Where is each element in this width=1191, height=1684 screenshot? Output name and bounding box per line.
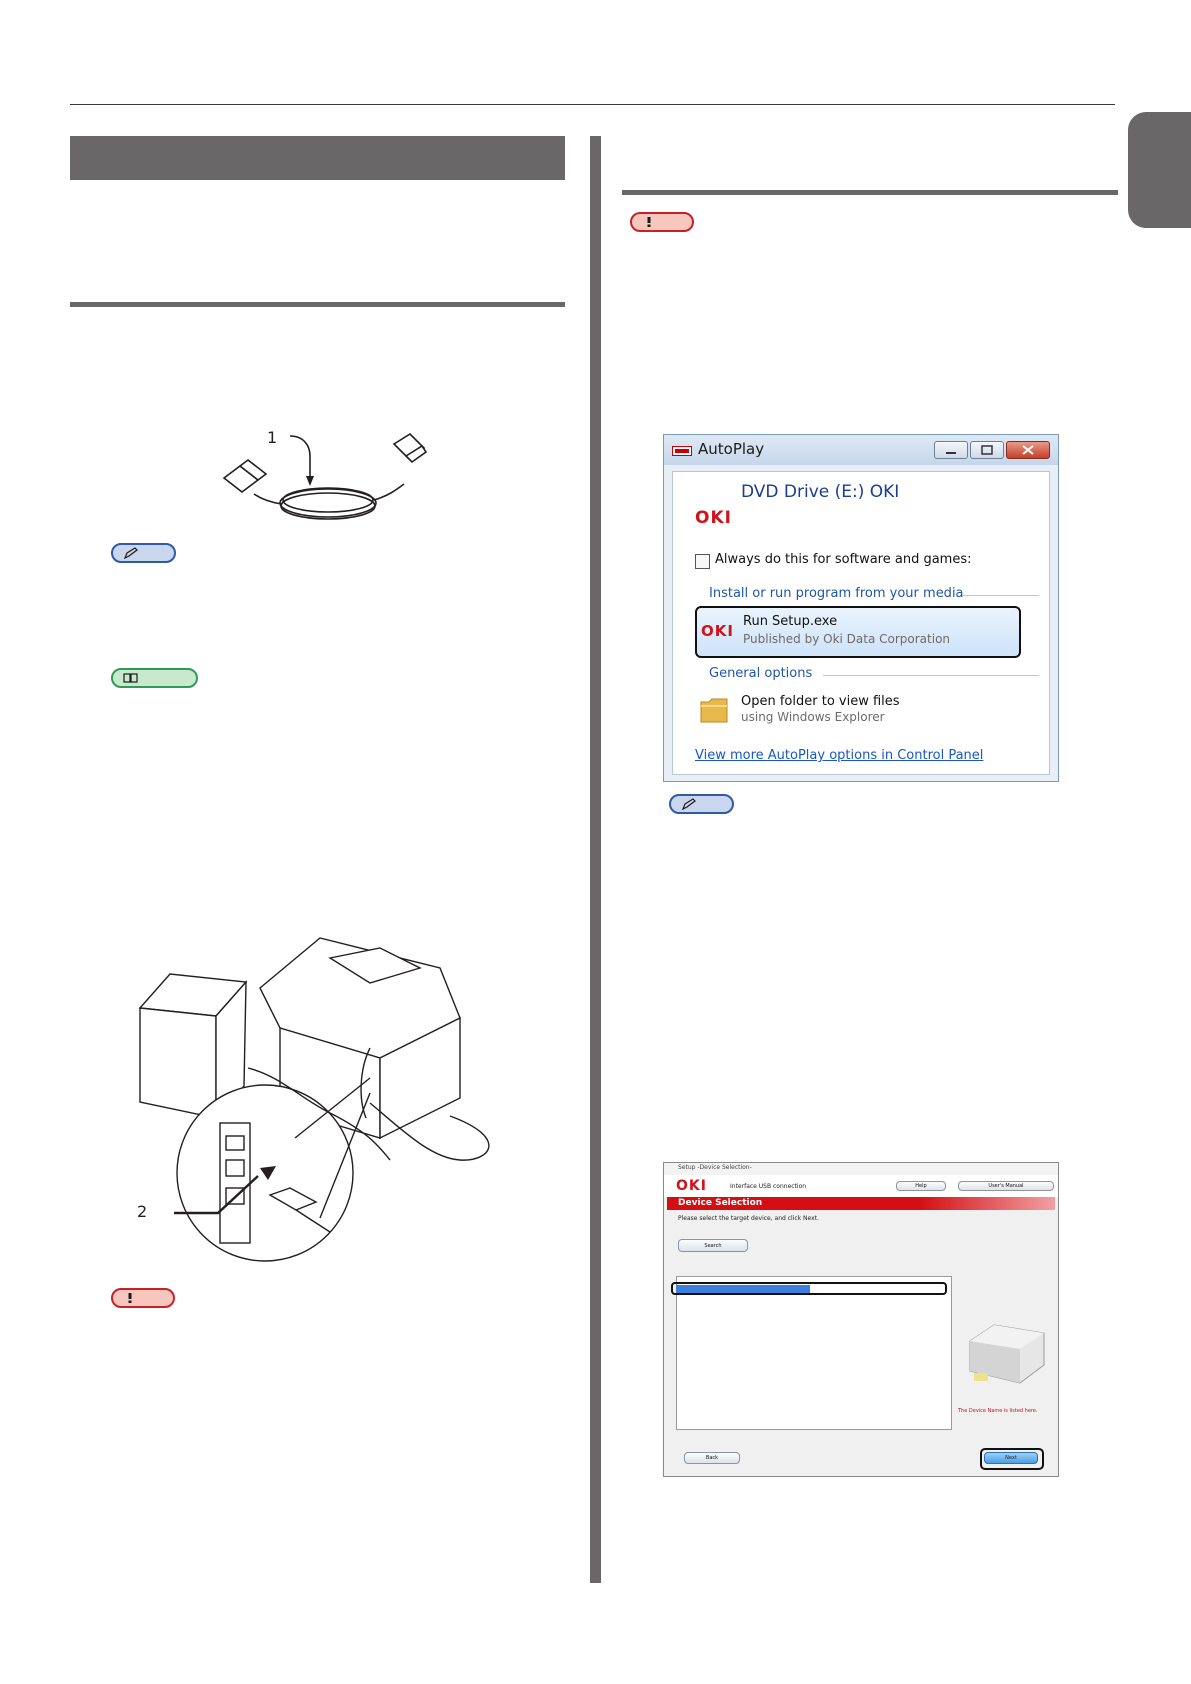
open-folder-sub: using Windows Explorer — [741, 710, 885, 724]
note-badge — [111, 1288, 175, 1308]
help-button[interactable]: Help — [896, 1181, 946, 1191]
drive-label: DVD Drive (E:) OKI — [741, 482, 900, 502]
setup-window-title: Setup -Device Selection- — [678, 1164, 752, 1171]
note-badge-right — [630, 212, 694, 232]
header-rule — [70, 104, 1115, 105]
close-button[interactable] — [1006, 441, 1050, 459]
subsection-rule-right — [622, 190, 1118, 195]
always-checkbox[interactable] — [695, 554, 710, 569]
more-autoplay-link[interactable]: View more AutoPlay options in Control Pa… — [695, 748, 984, 763]
memo-badge-right — [669, 794, 734, 814]
device-selection-heading: Device Selection — [678, 1198, 763, 1208]
autoplay-titlebar: AutoPlay — [664, 435, 1058, 465]
close-icon — [1022, 445, 1034, 455]
next-button[interactable]: Next — [984, 1452, 1038, 1464]
oki-logo: OKI — [695, 508, 732, 528]
chapter-tab — [1128, 112, 1191, 228]
autoplay-title: AutoPlay — [698, 440, 765, 458]
oki-option-logo: OKI — [701, 622, 734, 640]
users-manual-button[interactable]: User's Manual — [958, 1181, 1054, 1191]
always-checkbox-label: Always do this for software and games: — [715, 552, 972, 567]
device-list[interactable] — [676, 1276, 952, 1430]
open-folder-label[interactable]: Open folder to view files — [741, 694, 900, 709]
reference-badge — [111, 668, 198, 688]
general-group-line — [823, 675, 1039, 676]
autoplay-dialog: AutoPlay OKI DVD Drive (E:) OKI Always d… — [663, 434, 1059, 782]
interface-label: Interface USB connection — [730, 1183, 807, 1190]
pencil-icon — [123, 547, 138, 559]
book-icon — [123, 673, 138, 683]
section-heading-banner — [70, 136, 565, 180]
back-button[interactable]: Back — [684, 1452, 740, 1464]
device-row-selected[interactable] — [676, 1285, 810, 1293]
search-button-label: Search — [704, 1242, 722, 1249]
pencil-icon — [681, 798, 696, 810]
back-button-label: Back — [705, 1455, 719, 1461]
subsection-rule-left — [70, 302, 565, 307]
next-button-label: Next — [1005, 1455, 1017, 1461]
instruction-text: Please select the target device, and cli… — [678, 1215, 819, 1222]
printer-connection-illustration — [138, 937, 490, 1262]
exclamation-icon — [128, 1293, 132, 1303]
callout-1: 1 — [267, 428, 278, 447]
minimize-button[interactable] — [934, 441, 968, 459]
next-button-highlight — [980, 1448, 1044, 1470]
help-button-label: Help — [915, 1183, 927, 1189]
device-name-caption: The Device Name is listed here. — [958, 1408, 1038, 1414]
maximize-button[interactable] — [970, 441, 1004, 459]
memo-badge — [111, 543, 176, 563]
maximize-icon — [981, 445, 993, 455]
exclamation-icon — [647, 217, 651, 227]
printer-image — [969, 1324, 1045, 1384]
setup-oki-logo: OKI — [676, 1178, 707, 1194]
callout-2: 2 — [137, 1202, 148, 1221]
users-manual-label: User's Manual — [988, 1183, 1024, 1189]
usb-cable-illustration — [222, 432, 428, 520]
run-setup-publisher: Published by Oki Data Corporation — [743, 632, 951, 646]
minimize-icon — [946, 452, 956, 454]
autoplay-body: OKI DVD Drive (E:) OKI Always do this fo… — [672, 471, 1050, 775]
search-button[interactable]: Search — [678, 1239, 748, 1252]
folder-icon — [700, 698, 728, 723]
oki-small-logo — [672, 446, 692, 456]
column-divider — [590, 136, 601, 1583]
run-setup-label: Run Setup.exe — [743, 614, 838, 629]
setup-topbar: OKI Interface USB connection Help User's… — [664, 1175, 1058, 1197]
device-selection-banner — [667, 1197, 1055, 1210]
run-setup-option[interactable]: OKI Run Setup.exe Published by Oki Data … — [695, 606, 1021, 658]
setup-dialog: Setup -Device Selection- OKI Interface U… — [663, 1162, 1059, 1477]
device-row-highlight — [671, 1282, 947, 1295]
install-group-line — [963, 595, 1039, 596]
install-group-label: Install or run program from your media — [709, 586, 964, 601]
general-group-label: General options — [709, 666, 813, 681]
